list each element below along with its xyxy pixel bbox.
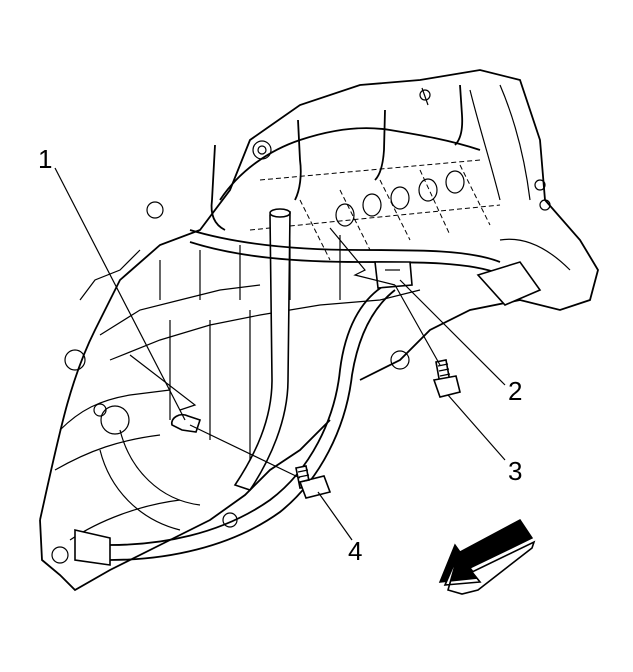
bolt-item-3: [432, 359, 461, 398]
harness-bracket: [374, 261, 413, 289]
callout-4: 4: [348, 536, 363, 566]
harness-clip: [170, 413, 202, 433]
wiring-harness: [74, 229, 571, 566]
leader-lines: [54, 167, 506, 541]
exhaust-manifold: [219, 84, 531, 261]
callout-1: 1: [38, 144, 53, 174]
engine-block-outline: [39, 69, 599, 592]
callout-2: 2: [508, 376, 523, 406]
guide-line-bolt4: [189, 424, 301, 479]
guide-line-bolt3: [394, 284, 441, 366]
guide-line-bracket: [329, 227, 396, 286]
leader-line-1: [54, 167, 186, 421]
leader-line-3: [447, 394, 506, 461]
spark-plug-wires: [146, 84, 464, 231]
oil-level-indicator-tube: [233, 208, 291, 491]
callout-3: 3: [508, 456, 523, 486]
leader-line-4: [317, 491, 353, 541]
leader-line-2: [399, 279, 506, 386]
bolt-item-4: [295, 465, 332, 499]
guide-line-clip: [129, 354, 197, 411]
view-direction-arrow-icon: [438, 519, 536, 595]
